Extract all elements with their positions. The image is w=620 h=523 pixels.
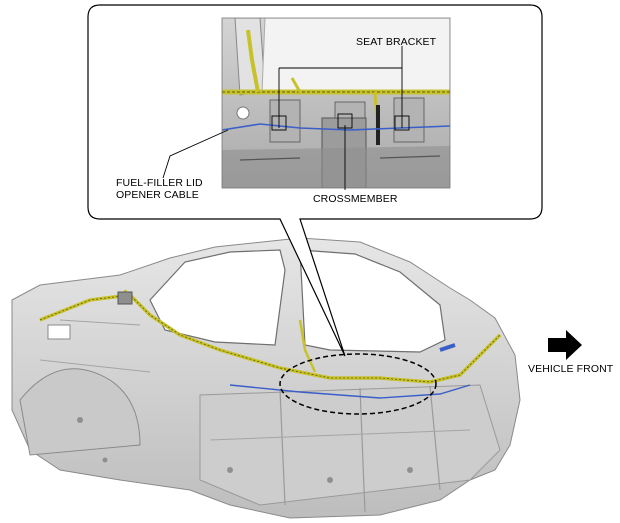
- vehicle-body: [11, 237, 521, 519]
- arrow-right-icon: [548, 330, 582, 360]
- fuel-filler-lid-opener-cable: [229, 343, 471, 399]
- fuel-filler-label-line2: OPENER CABLE: [116, 189, 199, 201]
- wiring-harness: [39, 289, 502, 384]
- inset-detail-image: [222, 18, 450, 188]
- seat-bracket-label: SEAT BRACKET: [356, 36, 437, 48]
- highlight-ellipse: [279, 353, 437, 415]
- crossmember-label: CROSSMEMBER: [313, 193, 398, 205]
- vehicle-front-label: VEHICLE FRONT: [528, 363, 614, 375]
- fuel-filler-label-line1: FUEL-FILLER LID: [116, 177, 203, 189]
- leader-lines: [162, 46, 410, 190]
